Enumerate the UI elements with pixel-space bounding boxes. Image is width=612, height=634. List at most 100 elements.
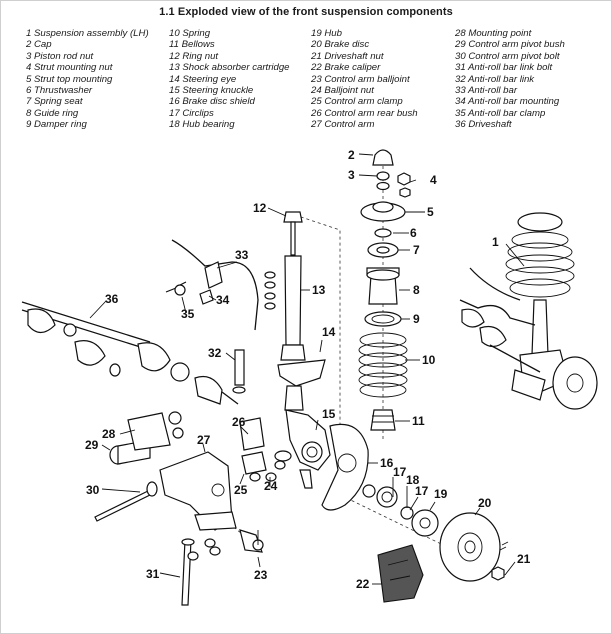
legend-item: 32 Anti-roll bar link — [455, 73, 535, 85]
callout-12: 12 — [253, 201, 267, 215]
legend-item: 30 Control arm pivot bolt — [455, 50, 560, 62]
legend-item: 12 Ring nut — [169, 50, 219, 62]
callout-4: 4 — [430, 173, 437, 187]
legend-item: 6 Thrustwasher — [26, 84, 93, 96]
legend-item: 9 Damper ring — [26, 119, 87, 131]
legend-item: 4 Strut mounting nut — [26, 62, 113, 74]
legend-item: 19 Hub — [311, 28, 342, 39]
callout-24: 24 — [264, 479, 278, 493]
legend-item: 7 Spring seat — [26, 96, 83, 108]
anti-roll-bar-link — [232, 271, 276, 394]
legend-item: 5 Strut top mounting — [26, 73, 113, 85]
callout-7: 7 — [413, 243, 420, 257]
legend-item: 31 Anti-roll bar link bolt — [455, 62, 553, 74]
callout-1: 1 — [492, 235, 499, 249]
callout-14: 14 — [322, 325, 336, 339]
legend-item: 20 Brake disc — [311, 39, 370, 51]
legend-item: 33 Anti-roll bar — [455, 84, 518, 96]
legend-item: 34 Anti-roll bar mounting — [455, 96, 560, 108]
callout-29: 29 — [85, 438, 99, 452]
callout-17: 17 — [393, 465, 407, 479]
legend-item: 10 Spring — [169, 28, 211, 39]
legend-item: 26 Control arm rear bush — [311, 107, 418, 119]
bellows — [370, 409, 396, 431]
callout-31: 31 — [146, 567, 160, 581]
callout-19: 19 — [434, 487, 448, 501]
assembled-suspension-view — [459, 212, 598, 410]
legend-item: 1 Suspension assembly (LH) — [26, 28, 149, 39]
strut-top-stack — [360, 149, 411, 327]
legend-item: 18 Hub bearing — [169, 119, 235, 131]
callout-3: 3 — [348, 168, 355, 182]
legend-item: 2 Cap — [26, 39, 52, 51]
legend-column-1: 1 Suspension assembly (LH) 2 Cap 3 Pisto… — [26, 28, 149, 131]
callout-35: 35 — [181, 307, 195, 321]
legend-item: 11 Bellows — [169, 39, 215, 51]
callout-17b: 17 — [415, 484, 429, 498]
callout-27: 27 — [197, 433, 211, 447]
legend-item: 15 Steering knuckle — [169, 84, 254, 96]
control-arm-clamp-and-bush — [239, 417, 286, 482]
legend-item: 14 Steering eye — [169, 73, 237, 85]
figure-title: 1.1 Exploded view of the front suspensio… — [159, 6, 453, 18]
callout-36: 36 — [105, 292, 119, 306]
legend-item: 28 Mounting point — [455, 28, 532, 39]
legend-item: 16 Brake disc shield — [169, 96, 255, 108]
callout-numbers: 1 2 3 4 5 6 7 8 9 10 11 12 13 14 15 16 1… — [85, 148, 531, 591]
callout-13: 13 — [312, 283, 326, 297]
legend-item: 22 Brake caliper — [311, 62, 381, 74]
anti-roll-bar-link-bolt — [181, 538, 221, 606]
brake-caliper — [377, 544, 424, 603]
callout-18: 18 — [406, 473, 420, 487]
legend-column-4: 28 Mounting point 29 Control arm pivot b… — [455, 28, 565, 131]
callout-15: 15 — [322, 407, 336, 421]
control-arm — [159, 451, 237, 531]
control-arm-balljoint — [239, 529, 264, 553]
legend-item: 23 Control arm balljoint — [311, 73, 410, 85]
callout-32: 32 — [208, 346, 222, 360]
callout-11: 11 — [412, 414, 425, 428]
legend-item: 24 Balljoint nut — [311, 84, 374, 96]
anti-roll-bar — [165, 239, 259, 331]
callout-22: 22 — [356, 577, 370, 591]
callout-30: 30 — [86, 483, 100, 497]
legend-item: 21 Driveshaft nut — [311, 50, 384, 62]
legend-item: 17 Circlips — [169, 107, 214, 119]
callout-34: 34 — [216, 293, 230, 307]
coil-spring — [358, 332, 408, 398]
legend-item: 8 Guide ring — [26, 107, 79, 119]
control-arm-bolt — [94, 481, 158, 522]
legend-column-2: 10 Spring 11 Bellows 12 Ring nut 13 Shoc… — [169, 28, 290, 131]
callout-2: 2 — [348, 148, 355, 162]
callout-5: 5 — [427, 205, 434, 219]
legend-item: 36 Driveshaft — [455, 119, 512, 131]
callout-10: 10 — [422, 353, 436, 367]
brake-disc-shield — [321, 423, 369, 511]
steering-knuckle — [274, 409, 331, 489]
legend-item: 27 Control arm — [311, 119, 375, 131]
legend-item: 25 Control arm clamp — [311, 96, 403, 108]
callout-21: 21 — [517, 552, 531, 566]
legend-item: 29 Control arm pivot bush — [455, 39, 565, 51]
shock-absorber — [277, 211, 326, 411]
legend-item: 13 Shock absorber cartridge — [169, 62, 290, 74]
callout-6: 6 — [410, 226, 417, 240]
driveshaft — [21, 301, 239, 405]
callout-26: 26 — [232, 415, 246, 429]
callout-9: 9 — [413, 312, 420, 326]
callout-28: 28 — [102, 427, 116, 441]
callout-20: 20 — [478, 496, 492, 510]
callout-25: 25 — [234, 483, 248, 497]
hub-assembly — [362, 484, 509, 582]
assembly-axis-lines — [204, 160, 506, 576]
callout-8: 8 — [413, 283, 420, 297]
callout-23: 23 — [254, 568, 268, 582]
legend-column-3: 19 Hub 20 Brake disc 21 Driveshaft nut 2… — [311, 28, 418, 131]
callout-33: 33 — [235, 248, 249, 262]
callout-16: 16 — [380, 456, 394, 470]
legend-item: 35 Anti-roll bar clamp — [455, 107, 546, 119]
callout-leader-lines — [89, 153, 525, 585]
legend-item: 3 Piston rod nut — [26, 50, 94, 62]
mounting-point — [127, 411, 184, 451]
